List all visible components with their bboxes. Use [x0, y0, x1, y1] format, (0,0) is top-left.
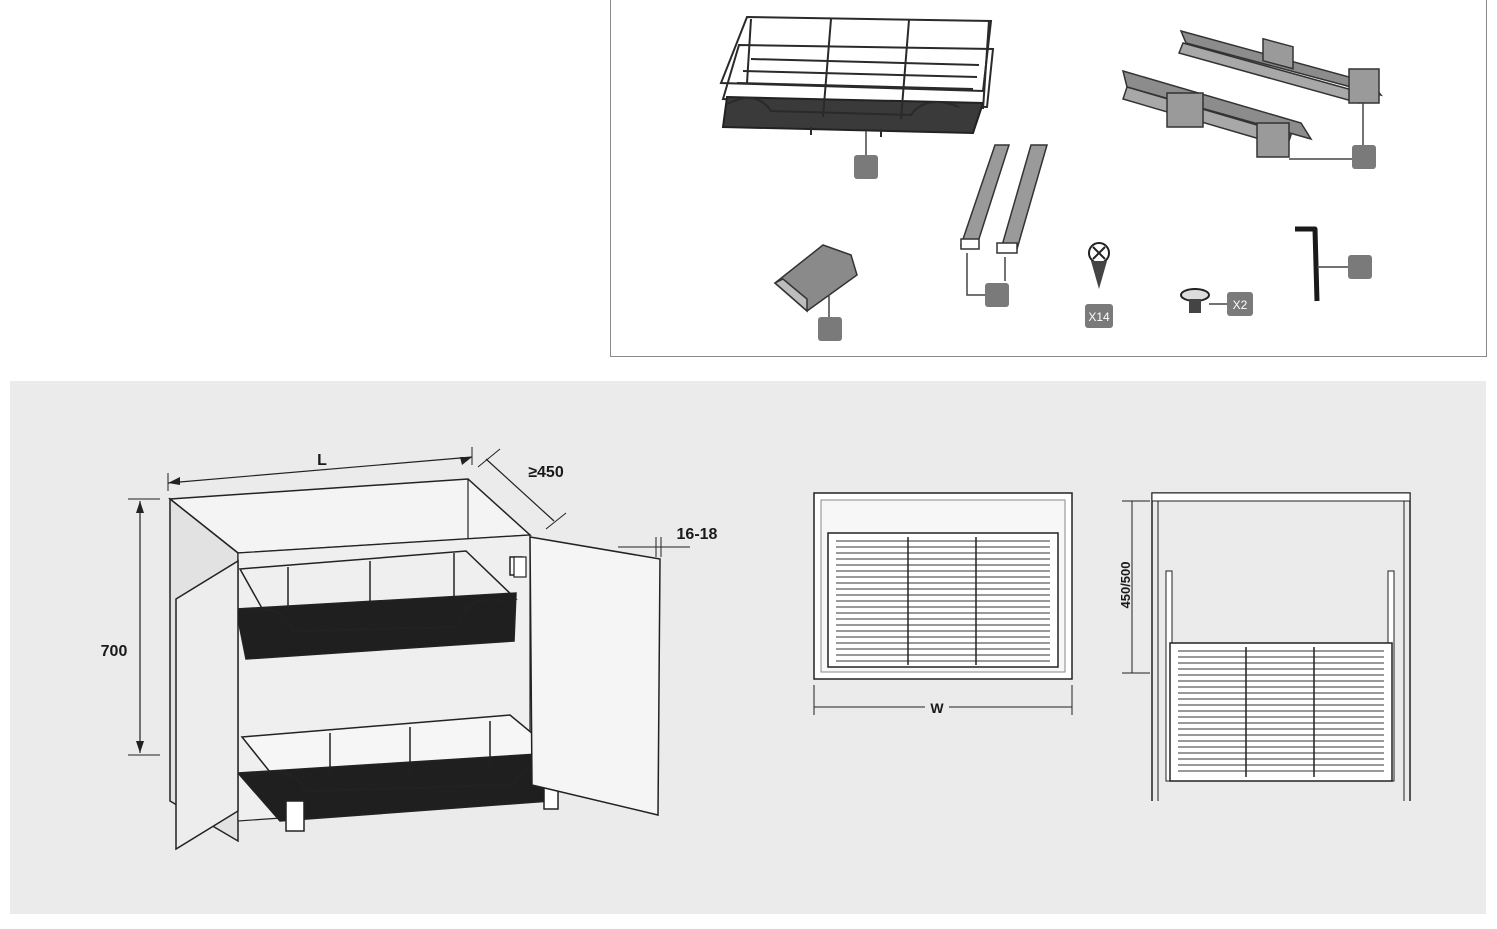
bars-tag	[985, 283, 1009, 307]
installation-panel: L ≥450 16-18 700	[10, 381, 1486, 914]
screw-qty-tag	[1085, 304, 1113, 328]
basket-tag	[854, 155, 878, 179]
top-view-width: W	[813, 492, 1073, 717]
basket-depth-label: 450/500	[1118, 562, 1133, 609]
parts-drawing: X14 X2	[719, 15, 1384, 341]
cabinet-perspective: L ≥450 16-18 700	[101, 447, 718, 851]
connector-bars-part	[959, 144, 1048, 254]
wire-basket-part	[719, 15, 995, 137]
bolt-qty-tag	[1227, 292, 1253, 316]
screw-qty: X14	[1088, 310, 1110, 324]
basket-grid-side	[1178, 650, 1384, 772]
depth-label: ≥450	[528, 464, 564, 481]
stopper-tag	[818, 317, 842, 341]
allen-key-icon	[1295, 226, 1320, 302]
basket-grid	[836, 540, 1050, 662]
side-view-depth: 450/500	[1118, 492, 1411, 801]
installation-drawing: L ≥450 16-18 700	[101, 447, 1411, 851]
length-label: L	[317, 452, 327, 469]
screw-icon	[1088, 242, 1110, 289]
thickness-label: 16-18	[677, 526, 718, 543]
allen-key-tag	[1348, 255, 1372, 279]
stopper-block-part	[773, 244, 858, 313]
drawer-slides-part	[1121, 29, 1384, 158]
parts-panel: X14 X2	[610, 0, 1487, 357]
bolt-icon	[1180, 288, 1210, 313]
width-label: W	[930, 700, 944, 716]
slides-tag	[1352, 145, 1376, 169]
bolt-qty: X2	[1233, 298, 1248, 312]
height-label: 700	[101, 643, 128, 660]
